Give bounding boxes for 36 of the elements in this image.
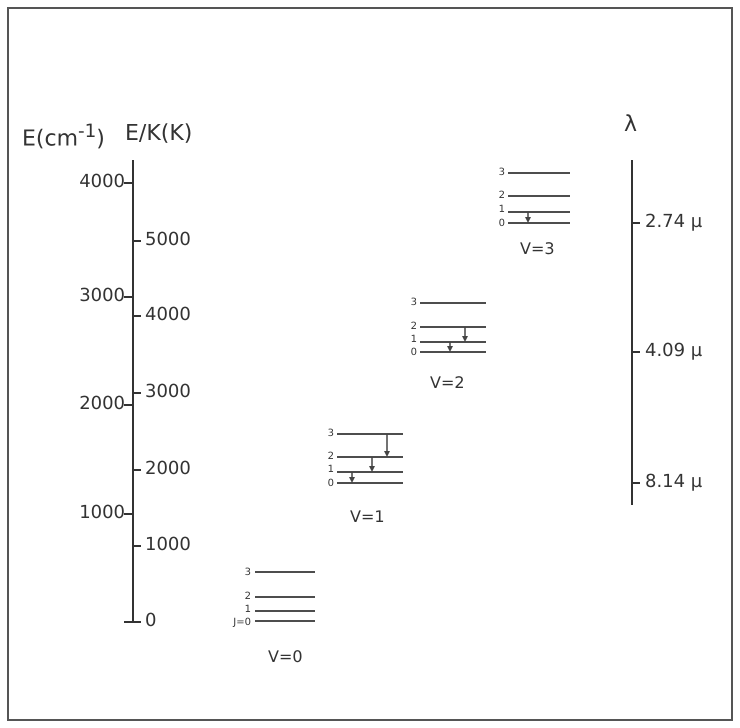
tick-label: 3000 — [79, 287, 125, 306]
wavelength-label: 2.74 μ — [645, 213, 702, 232]
vibrational-level-label: V=2 — [430, 375, 465, 392]
vibrational-level-label: V=1 — [350, 509, 385, 526]
level-number: 1 — [410, 334, 417, 344]
axis-title: E/K(K) — [125, 122, 192, 145]
level-number: 2 — [328, 452, 334, 462]
level-number: 3 — [328, 428, 334, 438]
vibrational-level-label: V=0 — [268, 649, 303, 666]
level-number: 2 — [410, 322, 417, 332]
level-number: 0 — [410, 348, 417, 358]
level-number: 1 — [328, 464, 334, 474]
level-number: 1 — [244, 604, 251, 614]
tick-label: 1000 — [79, 504, 125, 522]
level-number: 0 — [328, 478, 334, 488]
axis-title: λ — [624, 114, 638, 136]
level-number: J=0 — [233, 618, 251, 628]
wavelength-label: 8.14 μ — [645, 473, 702, 492]
level-number: 3 — [498, 168, 505, 178]
axis-title: E(cm$^{-1}$) — [22, 122, 105, 150]
tick-label: 4000 — [145, 306, 191, 324]
tick-label: 4000 — [79, 173, 125, 192]
level-number: 2 — [244, 592, 251, 602]
tick-label: 1000 — [145, 536, 191, 554]
tick-label: 2000 — [145, 460, 191, 478]
tick-label: 2000 — [79, 395, 125, 414]
wavelength-label: 4.09 μ — [645, 342, 702, 360]
level-number: 1 — [498, 204, 505, 214]
tick-label: 3000 — [145, 383, 191, 402]
level-number: 0 — [498, 218, 505, 228]
level-number: 3 — [244, 568, 251, 578]
tick-label: 0 — [145, 612, 156, 630]
level-number: 2 — [498, 190, 505, 200]
tick-label: 5000 — [145, 231, 191, 250]
level-number: 3 — [410, 298, 417, 308]
vibrational-level-label: V=3 — [520, 241, 555, 258]
